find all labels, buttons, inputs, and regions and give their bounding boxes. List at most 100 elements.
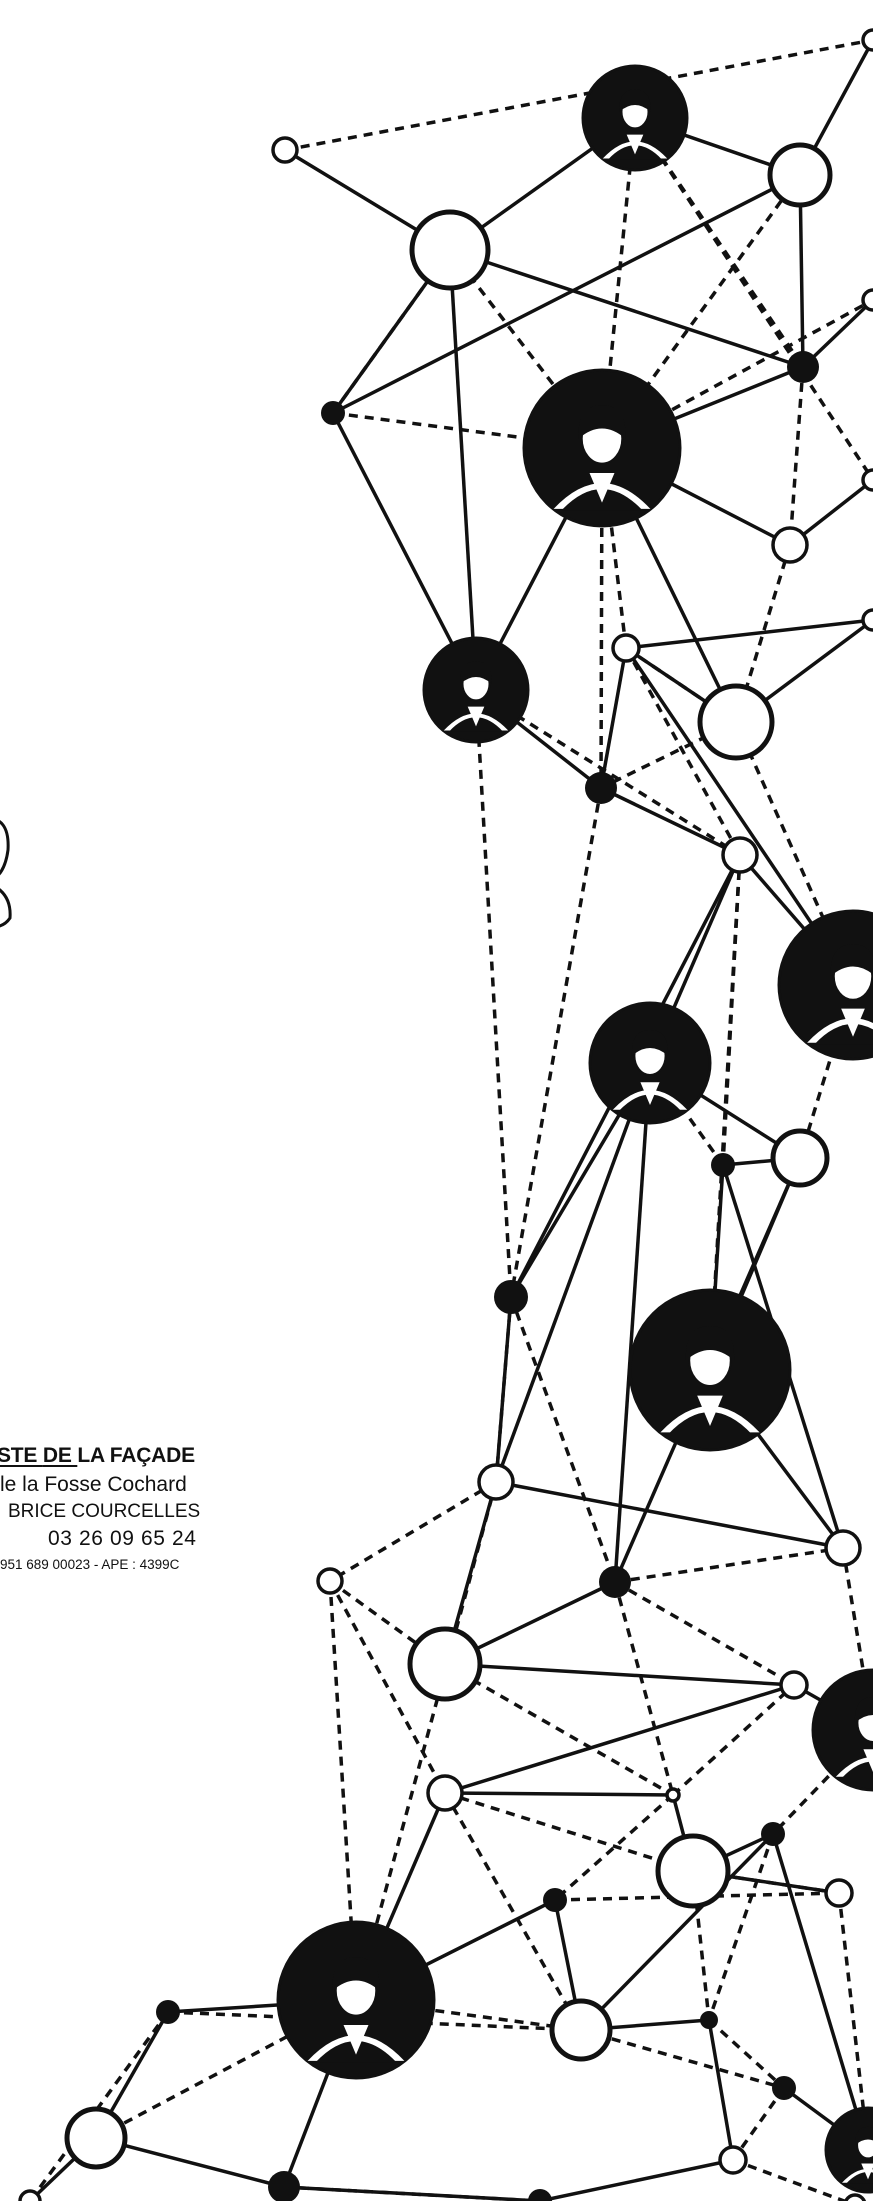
- solid-link: [613, 1062, 652, 1583]
- solid-link: [95, 2136, 285, 2189]
- stamp-city: BRICE COURCELLES: [8, 1501, 201, 1522]
- network-node: [407, 1626, 483, 1702]
- solid-link: [600, 786, 741, 857]
- dashed-link: [354, 1481, 498, 2001]
- network-node: [409, 209, 491, 291]
- dashed-link: [474, 689, 513, 1298]
- person-avatar-icon: [422, 636, 530, 744]
- network-dot: [787, 351, 819, 383]
- solid-link: [494, 1062, 652, 1483]
- person-avatar-icon: [522, 368, 682, 528]
- network-dot: [761, 1822, 785, 1846]
- dashed-link: [28, 2010, 170, 2201]
- network-node: [477, 1463, 515, 1501]
- solid-link: [444, 1662, 795, 1687]
- dashed-link: [708, 854, 742, 1371]
- solid-link: [448, 249, 478, 691]
- dashed-link: [580, 2028, 785, 2090]
- dashed-link: [509, 1296, 617, 1583]
- dashed-link: [732, 2158, 850, 2201]
- dashed-link: [329, 1480, 497, 1583]
- solid-link: [494, 1296, 513, 1483]
- dashed-link: [443, 1792, 583, 2031]
- dashed-link: [553, 1793, 675, 1902]
- network-node: [861, 28, 873, 52]
- network-node: [611, 633, 641, 663]
- network-dot: [585, 772, 617, 804]
- network-node: [861, 288, 873, 312]
- network-dot: [268, 2171, 300, 2201]
- solid-link: [579, 1832, 775, 2032]
- solid-link: [444, 1791, 674, 1797]
- dashed-link: [167, 2010, 582, 2032]
- network-node: [767, 142, 833, 208]
- solid-link: [449, 248, 804, 369]
- person-avatar-icon: [581, 64, 689, 172]
- network-dot: [321, 401, 345, 425]
- dashed-link: [788, 366, 805, 546]
- network-dot: [711, 1153, 735, 1177]
- network-node: [770, 1128, 830, 1188]
- dashed-link: [625, 646, 737, 724]
- dashed-link: [328, 1580, 447, 1794]
- person-avatar-icon: [777, 909, 873, 1061]
- network-node: [861, 468, 873, 492]
- network-node: [665, 1787, 681, 1803]
- network-node: [549, 1998, 613, 2062]
- network-node: [771, 526, 809, 564]
- dashed-link: [614, 1580, 795, 1687]
- dashed-link: [284, 38, 873, 152]
- solid-link: [771, 1833, 870, 2151]
- network-node: [18, 2189, 42, 2201]
- network-node: [861, 608, 873, 632]
- network-node: [721, 836, 759, 874]
- dashed-link: [707, 1833, 775, 2021]
- solid-link: [495, 1480, 844, 1550]
- network-node: [824, 1878, 854, 1908]
- solid-link: [801, 298, 873, 369]
- dashed-link: [328, 1580, 358, 2001]
- dashed-link: [614, 1546, 844, 1584]
- network-dot: [528, 2189, 552, 2201]
- network-node: [271, 136, 299, 164]
- cropped-letter-glyph: [0, 820, 12, 928]
- stamp-phone: 03 26 09 65 24: [48, 1527, 197, 1550]
- dashed-link: [613, 1581, 675, 1796]
- dashed-link: [600, 173, 802, 450]
- network-dot: [156, 2000, 180, 2024]
- network-node: [64, 2106, 128, 2170]
- dashed-link: [798, 984, 855, 1159]
- dashed-link: [633, 117, 873, 481]
- dashed-link: [509, 787, 603, 1298]
- network-dot: [543, 1888, 567, 1912]
- network-node: [426, 1774, 464, 1812]
- person-avatar-icon: [811, 1668, 873, 1792]
- network-node: [824, 1529, 862, 1567]
- person-avatar-icon: [276, 1920, 436, 2080]
- dashed-link: [283, 2185, 541, 2201]
- dashed-link: [444, 1662, 674, 1797]
- solid-link: [332, 173, 801, 415]
- dashed-link: [707, 2018, 786, 2090]
- dashed-link: [671, 1683, 796, 1797]
- network-node: [718, 2145, 748, 2175]
- network-node: [779, 1670, 809, 1700]
- person-avatar-icon: [824, 2106, 873, 2194]
- stamp-company-name: STE DE LA FAÇADE: [0, 1444, 195, 1467]
- network-node: [316, 1567, 344, 1595]
- network-node: [655, 1833, 731, 1909]
- solid-link: [625, 618, 873, 650]
- network-dot: [772, 2076, 796, 2100]
- solid-link: [539, 2158, 734, 2201]
- solid-link: [707, 2019, 735, 2161]
- person-avatar-icon: [628, 1288, 792, 1452]
- network-node: [697, 683, 775, 761]
- stamp-street: le la Fosse Cochard: [0, 1473, 187, 1496]
- solid-link: [444, 1683, 795, 1795]
- network-dot: [494, 1280, 528, 1314]
- person-avatar-icon: [588, 1001, 712, 1125]
- stamp-registration: 951 689 00023 - APE : 4399C: [0, 1557, 180, 1572]
- solid-link: [599, 647, 628, 789]
